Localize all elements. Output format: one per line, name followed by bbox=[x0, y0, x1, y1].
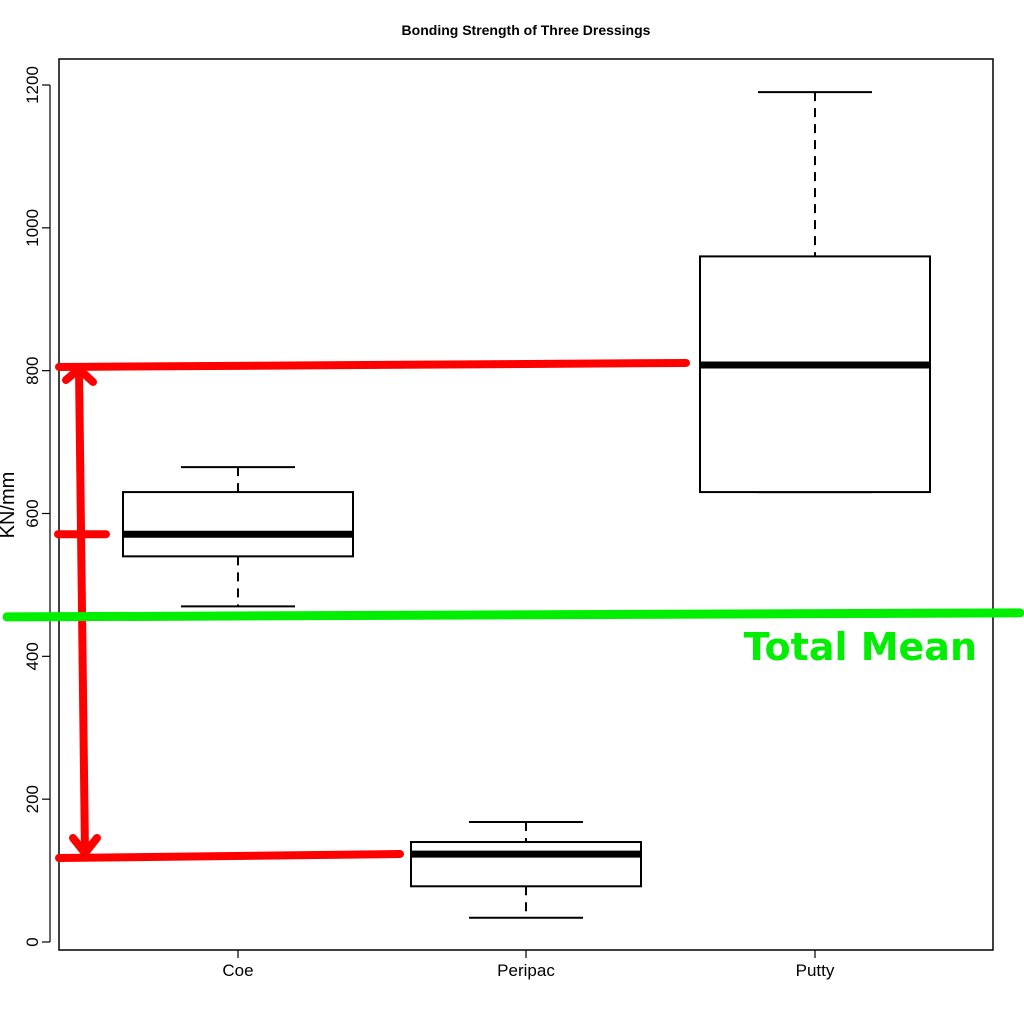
x-axis: Coe Peripac Putty bbox=[222, 950, 835, 980]
box-coe bbox=[122, 466, 354, 608]
annotations: Total Mean bbox=[2, 358, 1024, 863]
y-tick-label: 1200 bbox=[23, 66, 42, 104]
x-tick-label: Peripac bbox=[497, 961, 555, 980]
total-mean-line bbox=[2, 608, 1024, 622]
y-tick-label: 200 bbox=[23, 785, 42, 813]
boxplot-series bbox=[122, 91, 931, 919]
y-tick-label: 600 bbox=[23, 499, 42, 527]
y-axis: 0 200 400 600 800 1000 1200 bbox=[23, 66, 51, 947]
iqr-box bbox=[410, 841, 642, 888]
y-tick-label: 800 bbox=[23, 356, 42, 384]
y-tick-label: 0 bbox=[23, 937, 42, 946]
box-putty bbox=[699, 91, 931, 494]
y-tick-label: 1000 bbox=[23, 209, 42, 247]
x-tick-label: Coe bbox=[222, 961, 253, 980]
putty-mean-connector bbox=[55, 358, 690, 371]
y-tick-label: 400 bbox=[23, 642, 42, 670]
box-peripac bbox=[410, 821, 642, 919]
iqr-box bbox=[699, 255, 931, 494]
peripac-mean-connector bbox=[55, 850, 404, 863]
arrowhead-down bbox=[69, 834, 101, 858]
arrowhead-up bbox=[62, 364, 97, 386]
iqr-box bbox=[122, 491, 354, 558]
mean-range-arrow-shaft bbox=[75, 364, 89, 858]
x-tick-label: Putty bbox=[796, 961, 835, 980]
chart-title: Bonding Strength of Three Dressings bbox=[402, 22, 651, 38]
total-mean-label: Total Mean bbox=[744, 625, 977, 669]
y-axis-label: KN/mm bbox=[0, 472, 19, 539]
